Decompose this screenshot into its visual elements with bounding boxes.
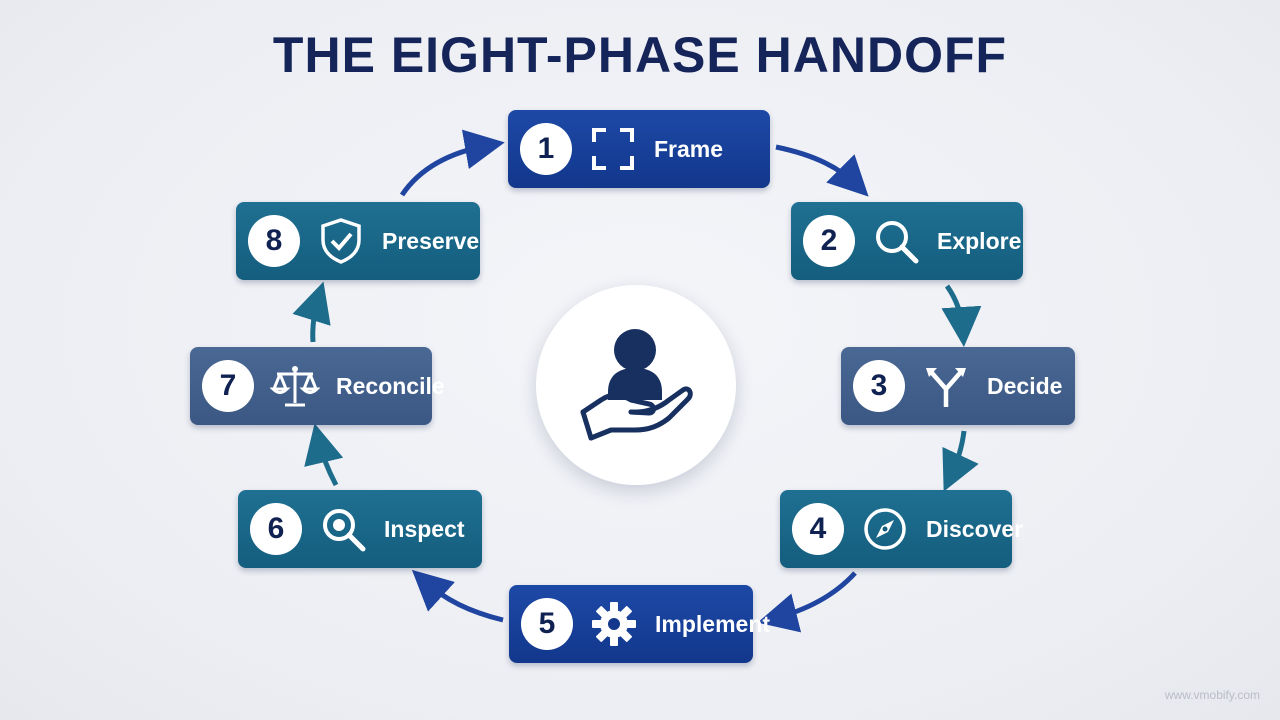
center-circle: [536, 285, 736, 485]
phase-decide: 3 Decide: [841, 347, 1075, 425]
arrow-5-to-6: [411, 569, 504, 623]
phase-number-badge: 5: [521, 598, 573, 650]
arrow-8-to-1: [399, 129, 505, 197]
phase-inspect: 6 Inspect: [238, 490, 482, 568]
phase-implement: 5 Implement: [509, 585, 770, 663]
inspect-magnifier-icon: [316, 502, 370, 556]
compass-icon: [858, 502, 912, 556]
arrow-1-to-2: [775, 144, 869, 197]
balance-scale-icon: [268, 359, 322, 413]
watermark: www.vmobify.com: [1164, 688, 1260, 702]
phase-reconcile: 7 Reconcile: [190, 347, 445, 425]
phase-label: Reconcile: [336, 372, 445, 399]
hand-holding-person-icon: [580, 329, 693, 441]
phase-label: Preserve: [382, 227, 480, 254]
phase-label: Decide: [987, 372, 1063, 399]
phase-number-badge: 1: [520, 123, 572, 175]
fork-arrows-icon: [919, 359, 973, 413]
diagram-title: THE EIGHT-PHASE HANDOFF: [272, 27, 1008, 83]
phase-label: Discover: [926, 515, 1024, 542]
phase-number-badge: 8: [248, 215, 300, 267]
phase-preserve: 8 Preserve: [236, 202, 480, 280]
phase-label: Frame: [654, 135, 724, 162]
arrow-2-to-3: [941, 284, 982, 347]
arrow-3-to-4: [942, 430, 979, 492]
magnifier-icon: [869, 214, 923, 268]
arrow-6-to-7: [304, 423, 344, 487]
phase-frame: 1 Frame: [508, 110, 770, 188]
phase-label: Implement: [655, 610, 771, 637]
arrow-7-to-8: [292, 281, 331, 343]
phase-label: Explore: [937, 227, 1022, 254]
frame-corners-icon: [586, 122, 640, 176]
phase-number-badge: 3: [853, 360, 905, 412]
phase-explore: 2 Explore: [791, 202, 1023, 280]
phase-number-badge: 6: [250, 503, 302, 555]
arrow-4-to-5: [757, 571, 857, 633]
phase-number-badge: 4: [792, 503, 844, 555]
phase-label: Inspect: [384, 515, 465, 542]
phase-discover: 4 Discover: [780, 490, 1023, 568]
shield-check-icon: [314, 214, 368, 268]
gear-icon: [587, 597, 641, 651]
phase-number-badge: 7: [202, 360, 254, 412]
phase-number-badge: 2: [803, 215, 855, 267]
